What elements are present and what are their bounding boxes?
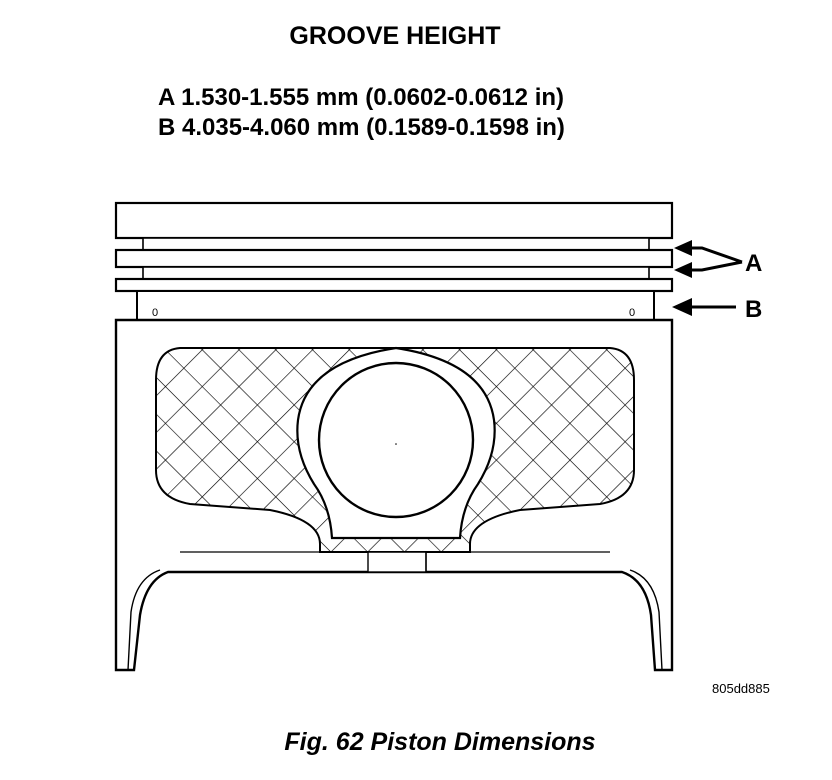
skirt-inner-right [629, 569, 663, 671]
groove-a-spec: A 1.530-1.555 mm (0.0602-0.0612 in) [158, 84, 565, 111]
arrow-a-head-upper [674, 240, 692, 256]
skirt-inner-left [127, 569, 161, 671]
diagram-title: GROOVE HEIGHT [289, 22, 501, 50]
oil-ring-groove [136, 290, 655, 321]
callout-label-b: B [745, 296, 763, 323]
piston-pin-bore [317, 361, 475, 519]
piston-crown [114, 201, 674, 240]
center-rib [367, 551, 427, 573]
oil-hole-mark-left: 0 [152, 307, 158, 319]
figure-caption: Fig. 62 Piston Dimensions [284, 728, 596, 756]
arrow-b-head [672, 298, 692, 316]
oil-hole-mark-right: 0 [629, 307, 635, 319]
groove-2-body [142, 266, 650, 280]
groove-b-spec: B 4.035-4.060 mm (0.1589-0.1598 in) [158, 114, 565, 141]
groove-1-body [142, 237, 650, 251]
piston-ring-2 [114, 277, 674, 293]
figure-reference-code: 805dd885 [712, 681, 770, 696]
arrow-a-head-lower [674, 262, 692, 278]
piston-ring-1 [114, 248, 674, 269]
callout-label-a: A [745, 250, 763, 277]
pin-bore-center [395, 443, 397, 445]
